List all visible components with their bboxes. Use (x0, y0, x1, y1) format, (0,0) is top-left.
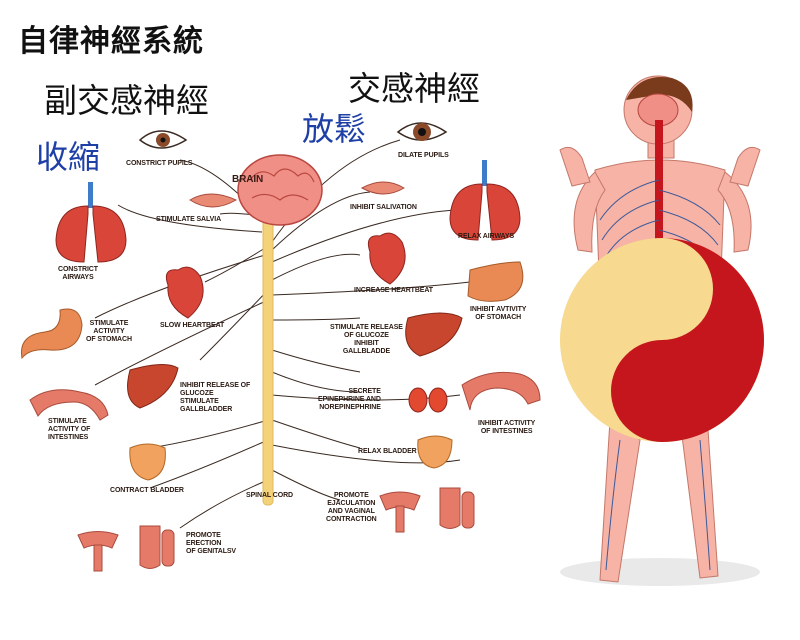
bladder-left-shape (129, 443, 166, 481)
sympathetic-heading: 交感神經 (348, 69, 480, 108)
constrict-airways-label: CONSTRICT AIRWAYS (58, 266, 98, 281)
eye-left-shape (138, 130, 188, 149)
constrict-pupils-label: CONSTRICT PUPILS (126, 160, 193, 167)
eye-right-shape (396, 122, 448, 141)
relax-heading: 放鬆 (302, 110, 367, 148)
inhibit-stomach-label: INHIBIT AVTIVITY OF STOMACH (470, 306, 527, 321)
promote-erection-label: PROMOTE ERECTION OF GENITALSV (186, 532, 237, 555)
promote-ejaculation-label: PROMOTE EJACULATION AND VAGINAL CONTRACT… (326, 492, 377, 523)
bladder-right-shape (417, 435, 453, 469)
relax-bladder-label: RELAX BLADDER (358, 448, 417, 455)
heart-right-shape (367, 232, 406, 285)
dilate-pupils-label: DILATE PUPILS (398, 152, 449, 159)
relax-airways-label: RELAX AIRWAYS (458, 233, 515, 240)
intestines-left-shape (29, 389, 109, 421)
liver-right-shape (405, 312, 463, 357)
stimulate-stomach-label: STIMULATE ACTIVITY OF STOMACH (86, 320, 132, 343)
stomach-left-shape (20, 308, 83, 360)
adrenal-shape (408, 387, 448, 413)
spinal-cord-shape (262, 214, 274, 506)
secrete-epinephrine-label: SECRETE EPINEPHRINE AND NOREPINEPHRINE (318, 388, 381, 411)
heart-left-shape (165, 266, 204, 319)
inhibit-intestines-label: INHIBIT ACTIVITY OF INTESTINES (478, 420, 536, 435)
lungs-left-shape (55, 182, 127, 263)
parasympathetic-heading: 副交感神經 (44, 81, 209, 120)
lungs-right-shape (449, 160, 521, 241)
slow-heartbeat-label: SLOW HEARTBEAT (160, 322, 225, 329)
brain-shape (237, 154, 323, 226)
genitals-right-shape (379, 487, 475, 533)
yin-yang-shape (560, 238, 764, 442)
increase-heartbeat-label: INCREASE HEARTBEAT (354, 287, 433, 294)
genitals-left-shape (77, 525, 175, 572)
inhibit-glucoze-label: INHIBIT RELEASE OF GLUCOZE STIMULATE GAL… (180, 382, 251, 413)
spinal-cord-label: SPINAL CORD (246, 492, 293, 499)
mouth-left-shape (189, 193, 238, 208)
inhibit-salivation-label: INHIBIT SALIVATION (350, 204, 417, 211)
mouth-right-shape (360, 181, 405, 195)
stimulate-salvia-label: STIMULATE SALVIA (156, 216, 222, 223)
brain-label: BRAIN (232, 174, 264, 185)
contract-heading: 收縮 (36, 138, 101, 176)
stimulate-intestines-label: STIMULATE ACTIVITY OF INTESTINES (48, 418, 91, 441)
intestines-right-shape (461, 371, 541, 411)
page-title: 自律神經系統 (18, 24, 204, 59)
liver-left-shape (127, 364, 179, 409)
stomach-right-shape (467, 261, 524, 302)
contract-bladder-label: CONTRACT BLADDER (110, 487, 184, 494)
stimulate-glucoze-label: STIMULATE RELEASE OF GLUCOZE INHIBIT GAL… (330, 324, 403, 355)
